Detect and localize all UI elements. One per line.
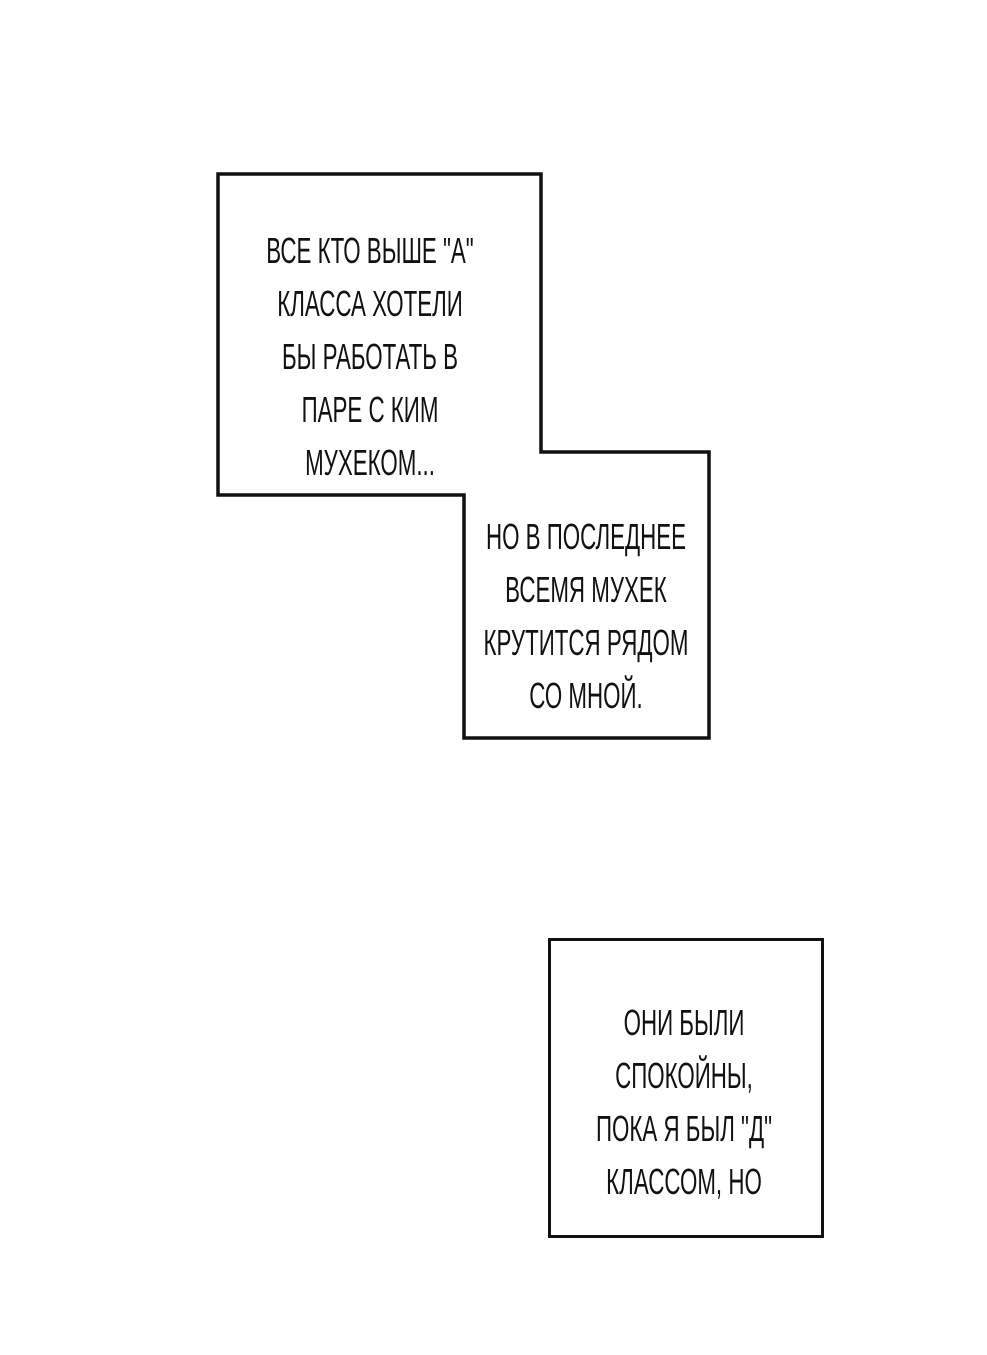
caption-line: ПАРЕ С КИМ (301, 389, 439, 430)
caption-line: КЛАССОМ, НО (606, 1161, 762, 1202)
caption-line: СПОКОЙНЫ, (615, 1055, 753, 1096)
caption-line: КРУТИТСЯ РЯДОМ (483, 622, 689, 663)
caption-line: МУХЕКОМ... (305, 442, 435, 483)
caption-line: ПОКА Я БЫЛ "Д" (595, 1108, 773, 1149)
caption-line: ВСЕ КТО ВЫШЕ "А" (266, 230, 474, 271)
caption-text-top: ВСЕ КТО ВЫШЕ "А" КЛАССА ХОТЕЛИ БЫ РАБОТА… (246, 224, 494, 489)
caption-line: БЫ РАБОТАТЬ В (281, 336, 459, 377)
caption-text-square: ОНИ БЫЛИ СПОКОЙНЫ, ПОКА Я БЫЛ "Д" КЛАССО… (560, 996, 808, 1208)
caption-line: НО В ПОСЛЕДНЕЕ (485, 516, 687, 557)
caption-box-square (548, 938, 824, 1238)
caption-line: ВСЕМЯ МУХЕК (505, 569, 667, 610)
caption-line: СО МНОЙ. (529, 675, 643, 716)
caption-line: ОНИ БЫЛИ (623, 1002, 745, 1043)
caption-line: КЛАССА ХОТЕЛИ (277, 283, 463, 324)
caption-text-bottom: НО В ПОСЛЕДНЕЕ ВСЕМЯ МУХЕК КРУТИТСЯ РЯДО… (462, 510, 710, 722)
